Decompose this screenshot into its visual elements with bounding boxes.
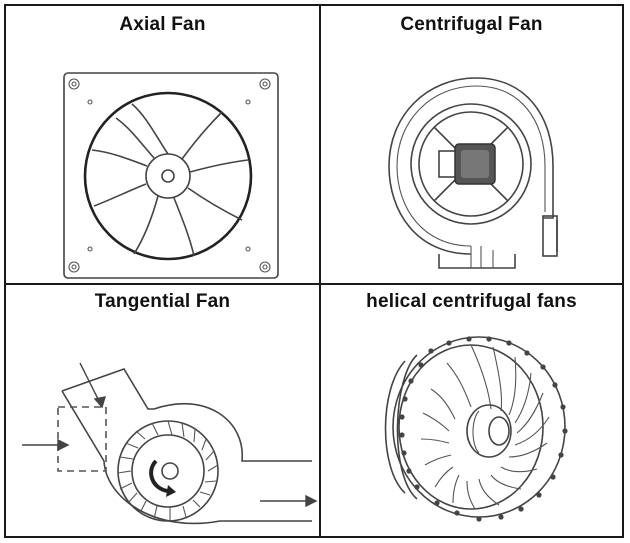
tangential-fan-illustration — [22, 362, 318, 525]
grid-divider-vertical — [319, 6, 321, 536]
fan-types-grid: Axial Fan — [4, 4, 624, 538]
panel-tangential-fan: Tangential Fan — [6, 285, 319, 536]
panel-title: Tangential Fan — [94, 291, 231, 312]
grid-divider-horizontal — [6, 283, 622, 285]
helical-centrifugal-fan-illustration — [384, 336, 568, 522]
panel-axial-fan: Axial Fan — [6, 6, 319, 283]
panel-title: Axial Fan — [119, 14, 206, 35]
panel-title: Centrifugal Fan — [400, 14, 543, 35]
panel-helical-centrifugal-fans: helical centrifugal fans — [321, 285, 622, 536]
panel-centrifugal-fan: Centrifugal Fan — [321, 6, 622, 283]
panel-title: helical centrifugal fans — [366, 291, 577, 312]
centrifugal-fan-illustration — [388, 77, 558, 269]
axial-fan-illustration — [63, 72, 279, 279]
